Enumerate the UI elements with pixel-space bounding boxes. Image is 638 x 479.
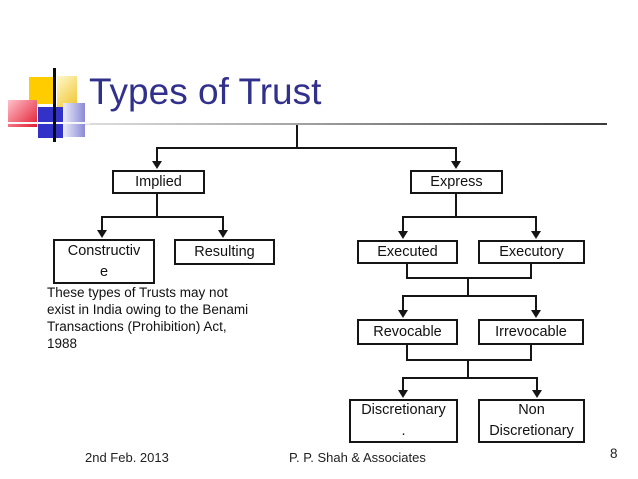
note-text: These types of Trusts may not exist in I… — [47, 285, 249, 351]
connector-join-row3-top — [406, 277, 532, 279]
node-discretionary: Discretionary . — [349, 399, 458, 443]
node-express-label: Express — [430, 173, 483, 190]
connector-resulting-stub — [222, 216, 224, 231]
node-discretionary-label-line2: . — [401, 423, 406, 439]
arrow-down-express-icon — [451, 161, 461, 169]
connector-executed-down — [406, 263, 408, 279]
node-constructive-label-line2: e — [99, 263, 109, 280]
connector-revocable-down — [406, 344, 408, 361]
page-number: 8 — [610, 446, 618, 461]
node-executory: Executory — [478, 240, 585, 264]
arrow-down-revocable-icon — [398, 310, 408, 318]
node-implied: Implied — [112, 170, 205, 194]
node-non-discretionary: Non Discretionary — [478, 399, 585, 443]
node-executed-label: Executed — [377, 243, 438, 260]
arrow-down-nondiscretionary-icon — [532, 390, 542, 398]
node-irrevocable-label: Irrevocable — [495, 323, 567, 340]
arrow-down-discretionary-icon — [398, 390, 408, 398]
title-rule — [70, 123, 607, 125]
footer-date: 2nd Feb. 2013 — [85, 450, 169, 465]
node-executory-label: Executory — [499, 243, 564, 260]
connector-implied-down — [156, 193, 158, 218]
arrow-down-executory-icon — [531, 231, 541, 239]
footer-author: P. P. Shah & Associates — [289, 450, 426, 465]
node-resulting: Resulting — [174, 239, 275, 265]
logo-square-yellow-gradient-icon — [57, 76, 77, 107]
arrow-down-implied-icon — [152, 161, 162, 169]
connector-join-row4-center — [467, 359, 469, 379]
node-express: Express — [410, 170, 503, 194]
logo-square-blue-gradient-icon — [63, 103, 85, 137]
node-discretionary-label-line1: Discretionary — [361, 402, 446, 419]
node-revocable-label: Revocable — [373, 323, 442, 340]
connector-executed-stub — [402, 216, 404, 232]
connector-level1 — [156, 147, 457, 149]
connector-implied-stub — [156, 147, 158, 162]
arrow-down-executed-icon — [398, 231, 408, 239]
connector-join-row4-top — [406, 359, 532, 361]
arrow-down-resulting-icon — [218, 230, 228, 238]
connector-irrevocable-down — [530, 344, 532, 361]
connector-row4-children — [402, 377, 538, 379]
connector-express-down — [455, 193, 457, 218]
connector-implied-children — [101, 216, 224, 218]
connector-row3-children — [402, 295, 537, 297]
arrow-down-constructive-icon — [97, 230, 107, 238]
connector-express-children — [402, 216, 537, 218]
connector-revocable-stub — [402, 295, 404, 311]
connector-root-drop — [296, 125, 298, 149]
logo-white-line — [8, 122, 90, 124]
connector-nondiscretionary-stub — [536, 377, 538, 391]
node-resulting-label: Resulting — [194, 243, 255, 260]
logo-square-gold-icon — [29, 77, 54, 104]
connector-irrevocable-stub — [535, 295, 537, 311]
logo-vertical-line — [53, 68, 56, 142]
connector-constructive-stub — [101, 216, 103, 231]
connector-executory-down — [530, 263, 532, 279]
node-revocable: Revocable — [357, 319, 458, 345]
node-implied-label: Implied — [135, 173, 182, 190]
node-irrevocable: Irrevocable — [478, 319, 584, 345]
connector-join-row3-center — [467, 277, 469, 297]
node-non-discretionary-label-line1: Non — [518, 402, 545, 419]
node-executed: Executed — [357, 240, 458, 264]
page-title: Types of Trust — [89, 71, 322, 112]
arrow-down-irrevocable-icon — [531, 310, 541, 318]
connector-discretionary-stub — [402, 377, 404, 391]
node-constructive: Constructiv e — [53, 239, 155, 284]
node-non-discretionary-label-line2: Discretionary — [489, 423, 574, 439]
node-constructive-label-line1: Constructiv — [67, 242, 141, 259]
connector-executory-stub — [535, 216, 537, 232]
connector-express-stub — [455, 147, 457, 162]
